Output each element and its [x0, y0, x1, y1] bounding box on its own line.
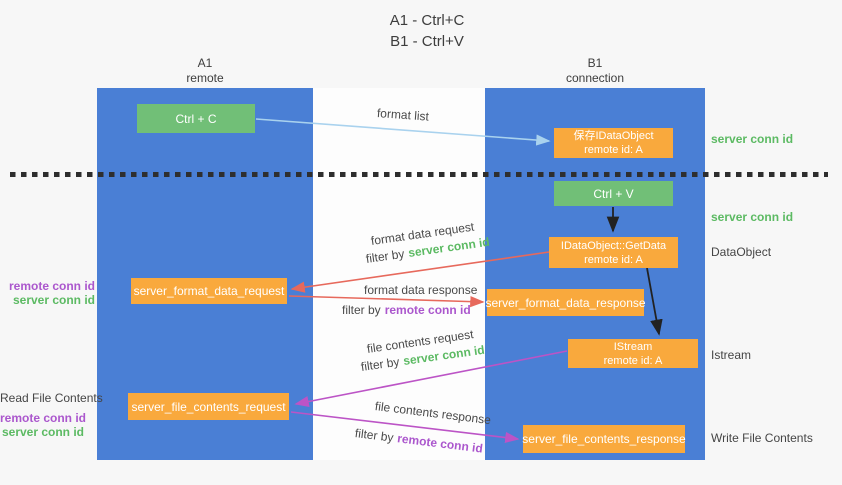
node-istream-line2: remote id: A: [603, 354, 663, 367]
node-ctrl-v-label: Ctrl + V: [593, 186, 634, 201]
right-label-istream: Istream: [711, 348, 752, 362]
node-server-file-contents-response: server_file_contents_response: [522, 425, 686, 453]
node-ctrl-c-label: Ctrl + C: [175, 111, 217, 126]
node-idataobject-getdata: IDataObject::GetData remote id: A: [549, 237, 678, 268]
node-istream-line1: IStream: [613, 340, 653, 353]
node-server-format-data-request: server_format_data_request: [131, 278, 287, 304]
node-ctrl-v: Ctrl + V: [554, 181, 673, 206]
node-save-idataobject: 保存IDataObject remote id: A: [554, 128, 673, 158]
right-label-write-file-contents: Write File Contents: [711, 431, 813, 445]
node-server-file-contents-request-label: server_file_contents_request: [131, 399, 286, 414]
node-server-file-contents-request: server_file_contents_request: [128, 393, 289, 420]
left-label-remote-conn-id-bottom: remote conn id: [0, 411, 87, 425]
node-server-format-data-response: server_format_data_response: [485, 289, 646, 316]
right-label-dataobject: DataObject: [711, 245, 772, 259]
title-line-1: A1 - Ctrl+C: [389, 12, 465, 29]
remote-conn-id-text: remote conn id: [384, 303, 471, 317]
node-save-idataobject-line2: remote id: A: [584, 144, 643, 156]
right-label-server-conn-id-mid: server conn id: [711, 210, 794, 224]
lane-header-b1: B1 connection: [485, 56, 705, 86]
title-line-2: B1 - Ctrl+V: [390, 33, 464, 50]
node-idataobject-getdata-line1: IDataObject::GetData: [560, 239, 667, 252]
left-conn-id-group-mid: remote conn id server conn id: [0, 279, 95, 307]
right-label-server-conn-id-top: server conn id: [711, 132, 794, 146]
left-label-read-file-contents: Read File Contents: [0, 391, 103, 405]
left-read-file-contents-group: Read File Contents remote conn id server…: [0, 391, 103, 439]
node-server-file-contents-response-label: server_file_contents_response: [522, 432, 686, 446]
diagram-title: A1 - Ctrl+C B1 - Ctrl+V: [327, 10, 527, 52]
node-ctrl-c: Ctrl + C: [137, 104, 255, 133]
session-divider-dotted-line: [10, 172, 828, 177]
lane-a1-name: A1: [197, 56, 213, 70]
lane-a1-subtitle: remote: [186, 71, 224, 85]
node-server-format-data-response-label: server_format_data_response: [485, 295, 646, 310]
lane-b1-name: B1: [587, 56, 603, 70]
node-istream: IStream remote id: A: [568, 339, 698, 368]
node-idataobject-getdata-line2: remote id: A: [584, 253, 643, 266]
left-label-server-conn-id-mid: server conn id: [12, 293, 95, 307]
left-label-remote-conn-id-mid: remote conn id: [8, 279, 95, 293]
left-label-server-conn-id-bottom: server conn id: [1, 425, 84, 439]
label-format-data-response: format data response: [364, 283, 478, 297]
filter-by-text: filter by: [342, 303, 381, 317]
node-save-idataobject-line1: 保存IDataObject: [573, 130, 654, 142]
lane-b1-subtitle: connection: [565, 71, 625, 85]
node-server-format-data-request-label: server_format_data_request: [133, 284, 285, 298]
lane-header-a1: A1 remote: [97, 56, 313, 86]
